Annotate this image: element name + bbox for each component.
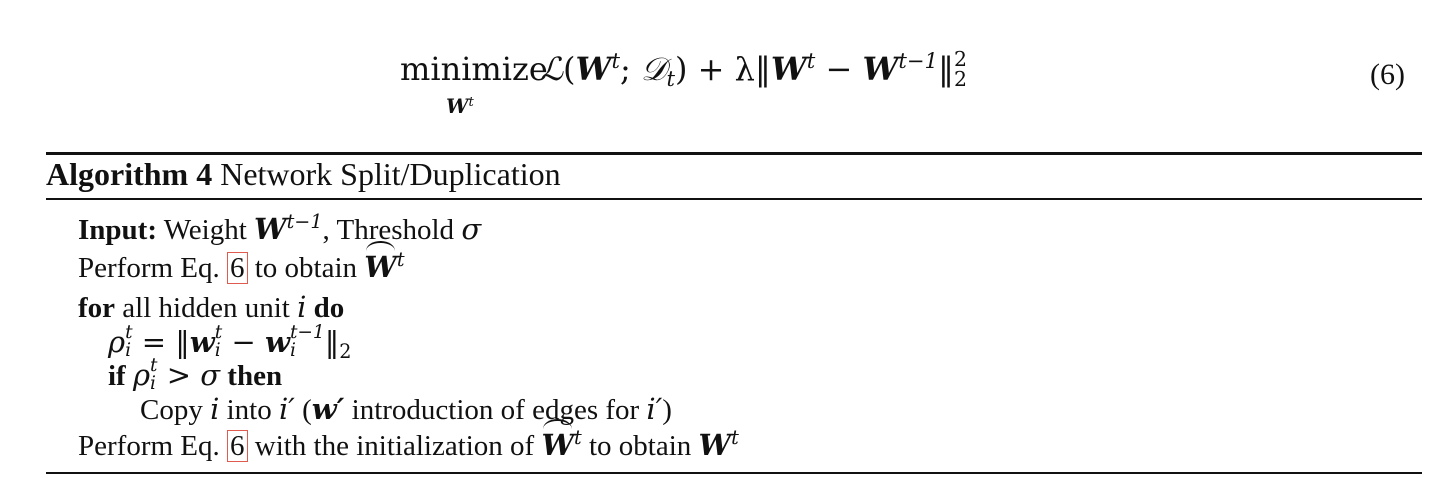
minimize-subscript: Wt	[446, 94, 474, 118]
equation-ref-link[interactable]: 6	[227, 430, 248, 463]
algorithm-title: Algorithm 4 Network Split/Duplication	[46, 156, 561, 193]
algorithm-line-copy: Copy i into i′ (w′ introduction of edges…	[140, 392, 672, 426]
algorithm-line-perform-1: Perform Eq. 6 to obtain Wt	[78, 241, 405, 285]
algorithm-line-for: for all hidden unit i do	[78, 290, 345, 324]
minimize-operator: minimize	[400, 50, 548, 88]
algorithm-line-input: Input: Weight Wt−1, Threshold σ	[78, 210, 482, 246]
algorithm-label: Algorithm 4	[46, 156, 213, 192]
algorithm-bottom-rule	[46, 472, 1422, 474]
algorithm-header-rule	[46, 198, 1422, 200]
algorithm-top-rule	[46, 152, 1422, 155]
algorithm-line-perform-2: Perform Eq. 6 with the initialization of…	[78, 419, 739, 463]
equation-ref-link[interactable]: 6	[227, 252, 248, 285]
equation-number: (6)	[1370, 58, 1405, 91]
algorithm-name: Network Split/Duplication	[220, 156, 561, 192]
